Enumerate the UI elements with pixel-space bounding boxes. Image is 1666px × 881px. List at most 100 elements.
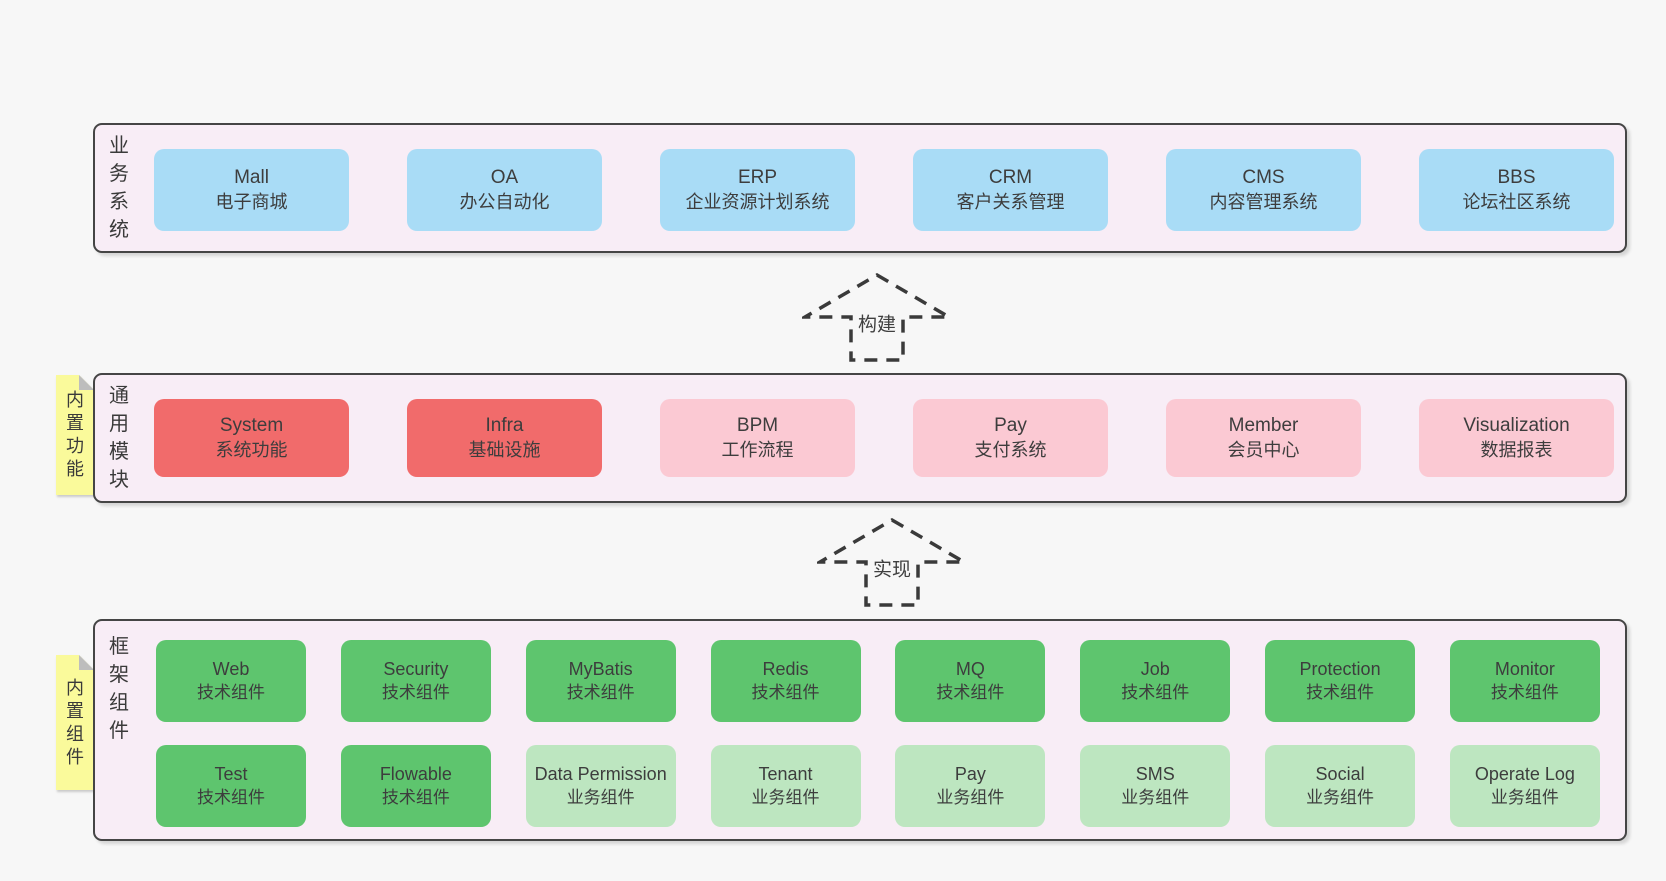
box-subtitle: 工作流程: [721, 440, 794, 460]
box-bpm: BPM 工作流程: [660, 399, 855, 477]
box-title: SMS: [1135, 764, 1175, 784]
box-title: Infra: [485, 415, 524, 436]
common-modules-label: 通用模块: [109, 385, 129, 491]
box-sms: SMS 业务组件: [1080, 745, 1231, 827]
box-title: MyBatis: [568, 659, 633, 679]
sticky-note-paper: [56, 375, 94, 495]
box-subtitle: 办公自动化: [459, 192, 550, 212]
box-mybatis: MyBatis 技术组件: [525, 640, 676, 722]
box-member: Member 会员中心: [1166, 399, 1361, 477]
box-subtitle: 数据报表: [1480, 440, 1553, 460]
box-subtitle: 支付系统: [974, 440, 1047, 460]
box-title: ERP: [737, 167, 778, 188]
framework-row-2: Test 技术组件 Flowable 技术组件 Data Permission …: [156, 745, 1600, 827]
box-data-permission: Data Permission 业务组件: [525, 745, 676, 827]
box-title: Operate Log: [1474, 764, 1575, 784]
box-subtitle: 系统功能: [215, 440, 288, 460]
box-infra: Infra 基础设施: [407, 399, 602, 477]
common-modules-row: System 系统功能 Infra 基础设施 BPM 工作流程 Pay 支付系统…: [154, 399, 1614, 477]
box-title: Job: [1140, 659, 1170, 679]
box-title: Redis: [762, 659, 809, 679]
box-title: Mall: [234, 167, 269, 188]
common-modules-panel: 通用模块 System 系统功能 Infra 基础设施 BPM 工作流程 Pay…: [93, 373, 1627, 503]
box-erp: ERP 企业资源计划系统: [660, 149, 855, 231]
box-subtitle: 基础设施: [468, 440, 541, 460]
box-title: Member: [1228, 415, 1299, 436]
box-subtitle: 技术组件: [936, 683, 1005, 702]
box-subtitle: 业务组件: [1306, 788, 1375, 807]
framework-row-1: Web 技术组件 Security 技术组件 MyBatis 技术组件 Redi…: [156, 640, 1600, 722]
box-crm: CRM 客户关系管理: [913, 149, 1108, 231]
arrow-build-label: 构建: [854, 309, 900, 337]
arrow-implement-label: 实现: [869, 554, 915, 582]
box-subtitle: 业务组件: [1121, 788, 1190, 807]
box-test: Test 技术组件: [156, 745, 306, 827]
box-bbs: BBS 论坛社区系统: [1419, 149, 1614, 231]
sticky-note-built-in-features: 内置功能: [56, 375, 94, 495]
dashed-up-arrow-icon: [813, 517, 971, 607]
sticky-note-label: 内置组件: [66, 677, 84, 767]
box-flowable: Flowable 技术组件: [340, 745, 491, 827]
sticky-note-label: 内置功能: [66, 390, 84, 479]
box-subtitle: 内容管理系统: [1209, 192, 1318, 212]
business-systems-panel: 业务系统 Mall 电子商城 OA 办公自动化 ERP 企业资源计划系统 CRM…: [93, 123, 1627, 253]
box-title: Pay: [954, 764, 986, 784]
box-monitor: Monitor 技术组件: [1449, 640, 1600, 722]
box-subtitle: 业务组件: [1490, 788, 1559, 807]
box-title: Security: [383, 659, 449, 679]
box-subtitle: 技术组件: [1490, 683, 1559, 702]
framework-components-panel: 框架组件 Web 技术组件 Security 技术组件 MyBatis 技术组件…: [93, 619, 1627, 841]
box-subtitle: 会员中心: [1227, 440, 1300, 460]
box-subtitle: 技术组件: [751, 683, 820, 702]
box-title: Flowable: [379, 764, 452, 784]
box-subtitle: 电子商城: [215, 192, 288, 212]
box-subtitle: 论坛社区系统: [1462, 192, 1571, 212]
box-title: Tenant: [758, 764, 813, 784]
box-title: Test: [214, 764, 248, 784]
box-title: Monitor: [1494, 659, 1555, 679]
box-mall: Mall 电子商城: [154, 149, 349, 231]
box-protection: Protection 技术组件: [1265, 640, 1416, 722]
business-systems-label: 业务系统: [109, 135, 129, 241]
box-title: Web: [212, 659, 250, 679]
box-title: OA: [490, 167, 519, 188]
sticky-note-paper: [56, 655, 94, 790]
box-mq: MQ 技术组件: [895, 640, 1046, 722]
box-title: Visualization: [1463, 415, 1570, 436]
box-security: Security 技术组件: [340, 640, 491, 722]
box-subtitle: 业务组件: [936, 788, 1005, 807]
box-oa: OA 办公自动化: [407, 149, 602, 231]
box-title: CRM: [988, 167, 1033, 188]
box-web: Web 技术组件: [156, 640, 306, 722]
box-title: CMS: [1242, 167, 1285, 188]
box-subtitle: 技术组件: [381, 788, 450, 807]
box-title: System: [219, 415, 284, 436]
box-title: Data Permission: [534, 764, 667, 784]
box-subtitle: 企业资源计划系统: [685, 192, 830, 212]
dashed-up-arrow-icon: [798, 272, 956, 362]
business-systems-row: Mall 电子商城 OA 办公自动化 ERP 企业资源计划系统 CRM 客户关系…: [154, 149, 1614, 231]
box-subtitle: 客户关系管理: [956, 192, 1065, 212]
box-title: Social: [1315, 764, 1365, 784]
box-redis: Redis 技术组件: [710, 640, 861, 722]
box-subtitle: 技术组件: [197, 788, 265, 807]
box-cms: CMS 内容管理系统: [1166, 149, 1361, 231]
box-title: BPM: [736, 415, 779, 436]
box-title: Protection: [1299, 659, 1381, 679]
box-subtitle: 技术组件: [566, 683, 635, 702]
box-visualization: Visualization 数据报表: [1419, 399, 1614, 477]
box-subtitle: 技术组件: [1306, 683, 1375, 702]
arrow-up-implement: 实现: [813, 516, 971, 608]
box-subtitle: 技术组件: [1121, 683, 1190, 702]
box-operate-log: Operate Log 业务组件: [1449, 745, 1600, 827]
box-subtitle: 业务组件: [751, 788, 820, 807]
box-system: System 系统功能: [154, 399, 349, 477]
box-title: BBS: [1497, 167, 1536, 188]
box-title: MQ: [955, 659, 985, 679]
box-social: Social 业务组件: [1265, 745, 1416, 827]
sticky-note-built-in-components: 内置组件: [56, 655, 94, 790]
sticky-folded-corner: [79, 655, 94, 670]
box-pay-component: Pay 业务组件: [895, 745, 1046, 827]
box-subtitle: 技术组件: [197, 683, 265, 702]
